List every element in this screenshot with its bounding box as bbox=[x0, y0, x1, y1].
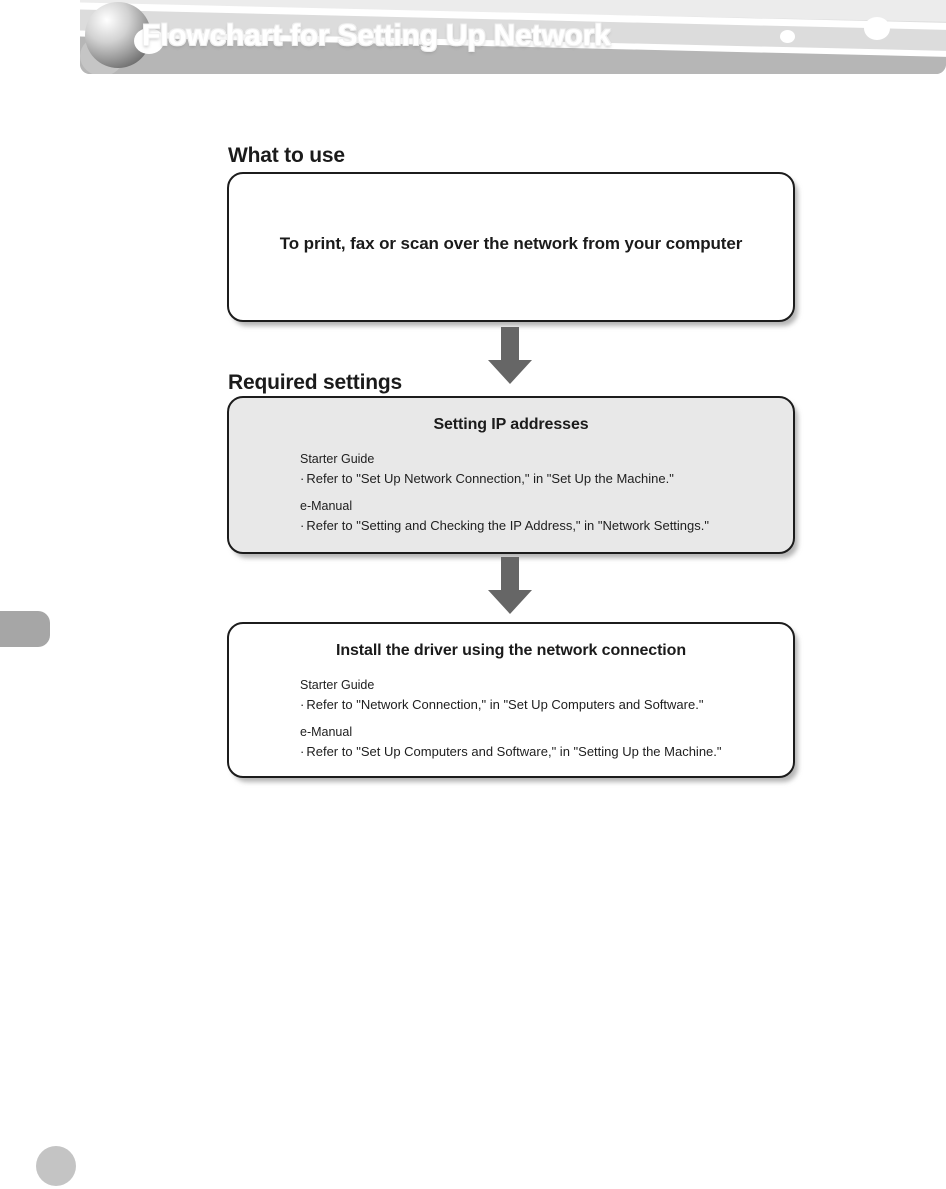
flow-box-setting-ip-references: Starter Guide ·Refer to "Set Up Network … bbox=[300, 450, 775, 543]
reference-item: ·Refer to "Set Up Computers and Software… bbox=[300, 742, 775, 762]
reference-item-text: Refer to "Network Connection," in "Set U… bbox=[306, 697, 704, 713]
flow-box-install-driver-references: Starter Guide ·Refer to "Network Connect… bbox=[300, 676, 775, 769]
flow-box-purpose-text: To print, fax or scan over the network f… bbox=[279, 234, 743, 253]
reference-source: Starter Guide bbox=[300, 678, 375, 692]
bullet-icon: · bbox=[300, 697, 305, 713]
flow-box-setting-ip-addresses: Setting IP addresses Starter Guide ·Refe… bbox=[227, 396, 795, 554]
sphere-dot-icon bbox=[134, 28, 164, 54]
page-header-banner: Flowchart for Setting Up Network bbox=[80, 0, 946, 74]
reference-source: e-Manual bbox=[300, 724, 353, 739]
flow-box-install-driver: Install the driver using the network con… bbox=[227, 622, 795, 778]
flow-box-install-driver-title: Install the driver using the network con… bbox=[335, 642, 687, 659]
flow-box-setting-ip-title: Setting IP addresses bbox=[433, 416, 589, 433]
reference-item-text: Refer to "Set Up Computers and Software,… bbox=[306, 743, 722, 759]
reference-item: ·Refer to "Set Up Network Connection," i… bbox=[300, 469, 775, 489]
reference-source: Starter Guide bbox=[300, 452, 375, 466]
bullet-icon: · bbox=[300, 471, 305, 487]
circle-decoration-large-icon bbox=[864, 17, 890, 40]
bullet-icon: · bbox=[300, 743, 305, 759]
arrow-down-icon-2 bbox=[488, 557, 532, 614]
flow-box-purpose: To print, fax or scan over the network f… bbox=[227, 172, 795, 322]
arrow-down-icon-1 bbox=[488, 327, 532, 384]
bullet-icon: · bbox=[300, 517, 305, 533]
reference-item-text: Refer to "Set Up Network Connection," in… bbox=[306, 471, 674, 487]
reference-item: ·Refer to "Setting and Checking the IP A… bbox=[300, 516, 775, 536]
side-tab-marker bbox=[0, 611, 50, 647]
reference-source: e-Manual bbox=[300, 498, 353, 513]
page-number-marker bbox=[36, 1146, 76, 1186]
reference-group: e-Manual ·Refer to "Setting and Checking… bbox=[300, 497, 775, 537]
circle-decoration-small-icon bbox=[780, 30, 795, 43]
reference-group: Starter Guide ·Refer to "Set Up Network … bbox=[300, 450, 775, 490]
reference-group: Starter Guide ·Refer to "Network Connect… bbox=[300, 676, 775, 716]
reference-item: ·Refer to "Network Connection," in "Set … bbox=[300, 695, 775, 715]
section-heading-required-settings: Required settings bbox=[228, 371, 402, 394]
reference-item-text: Refer to "Setting and Checking the IP Ad… bbox=[306, 517, 709, 533]
reference-group: e-Manual ·Refer to "Set Up Computers and… bbox=[300, 723, 775, 763]
page-title: Flowchart for Setting Up Network bbox=[142, 19, 611, 52]
section-heading-what-to-use: What to use bbox=[228, 144, 345, 167]
